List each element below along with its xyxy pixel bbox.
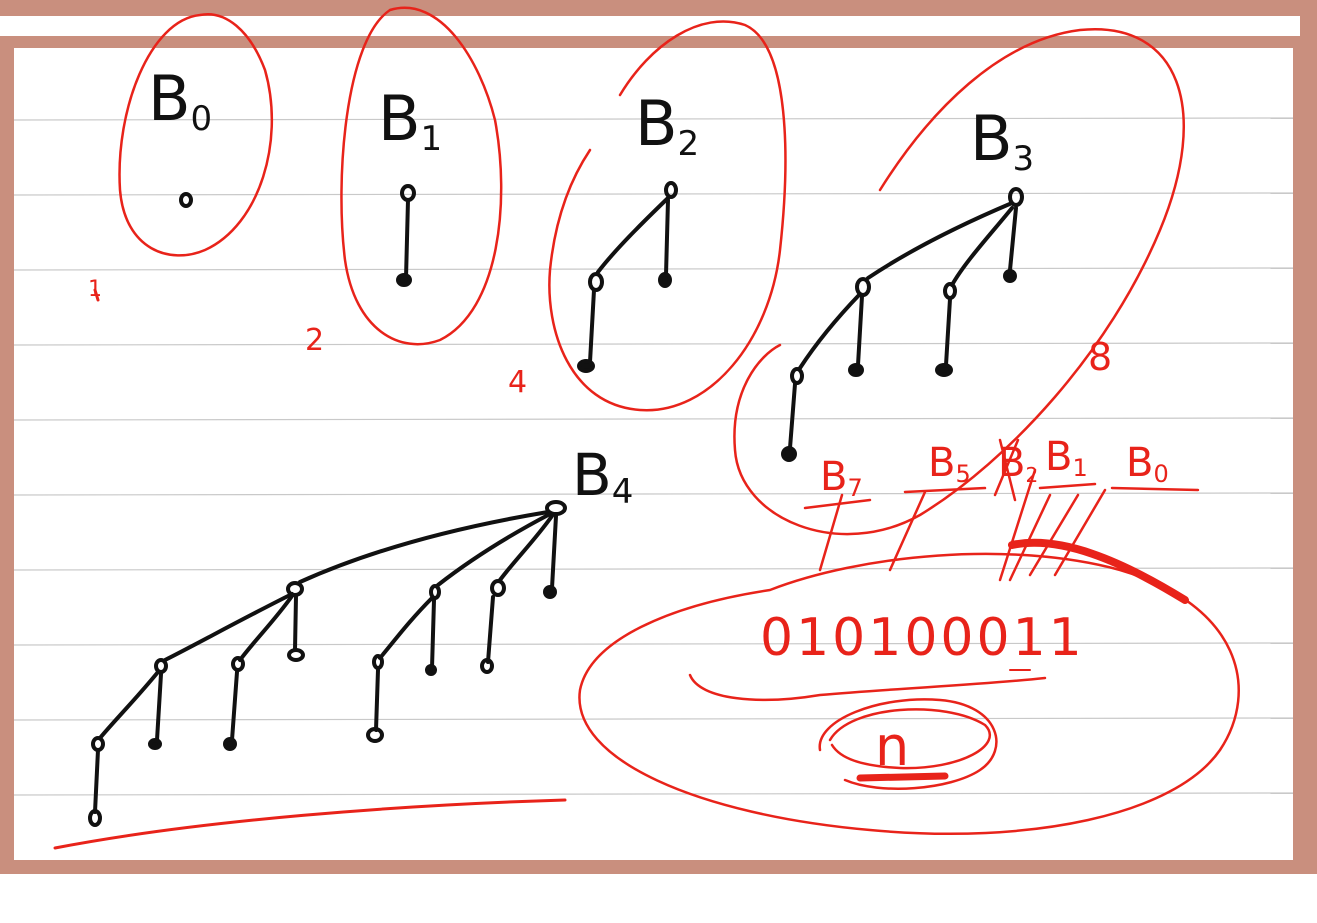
slot-label-4: B1 [1045, 434, 1088, 482]
node [88, 809, 102, 827]
tree-b4 [88, 500, 567, 827]
node [425, 664, 437, 676]
count-b1: 2 [305, 323, 324, 358]
tree-b3 [781, 187, 1024, 462]
page-bottom-border [0, 860, 1300, 874]
tree-label-b0: B0 [148, 62, 212, 139]
slot-label-3: B2 [998, 440, 1038, 487]
node [848, 363, 864, 377]
node [223, 737, 237, 751]
tree-label-b2: B2 [635, 87, 699, 164]
circle-b0 [118, 13, 273, 257]
node [790, 367, 804, 385]
count-b3: 8 [1088, 335, 1112, 379]
binary-number: 010100011 [760, 608, 1085, 668]
node [781, 446, 797, 462]
n-label: n [875, 715, 909, 778]
node [543, 585, 557, 599]
node [1003, 269, 1017, 283]
node [664, 181, 678, 199]
node [366, 727, 384, 743]
node [429, 584, 441, 600]
circle-n-inner [828, 708, 992, 770]
node [658, 272, 672, 288]
node [148, 738, 162, 750]
count-b0: 1 [88, 277, 102, 302]
circle-b1 [340, 6, 503, 346]
circle-binary [578, 552, 1240, 835]
node [577, 359, 595, 373]
node [231, 656, 245, 672]
slot-label-2: B5 [928, 440, 971, 488]
node [287, 648, 305, 662]
page-left-border [0, 48, 14, 868]
top-border [0, 0, 1317, 16]
circle-b3 [733, 27, 1185, 536]
node [480, 658, 494, 674]
tree-b1 [396, 184, 416, 287]
node [490, 579, 506, 597]
node [935, 363, 953, 377]
slot-label-1: B7 [820, 454, 863, 502]
page-top-border [0, 36, 1317, 48]
circle-n-outer [818, 698, 998, 790]
count-b2: 4 [508, 365, 527, 400]
right-margin-border [1293, 0, 1317, 923]
tree-label-b4: B4 [572, 441, 633, 512]
slot-label-5: B0 [1126, 440, 1169, 488]
circle-b2 [548, 20, 787, 412]
tree-b2 [577, 181, 678, 373]
node [179, 192, 193, 208]
ruled-lines [13, 117, 1294, 796]
node [1008, 187, 1024, 207]
tree-b0 [179, 192, 193, 208]
tree-label-b1: B1 [378, 82, 442, 159]
node [396, 273, 412, 287]
tree-label-b3: B3 [970, 102, 1034, 179]
